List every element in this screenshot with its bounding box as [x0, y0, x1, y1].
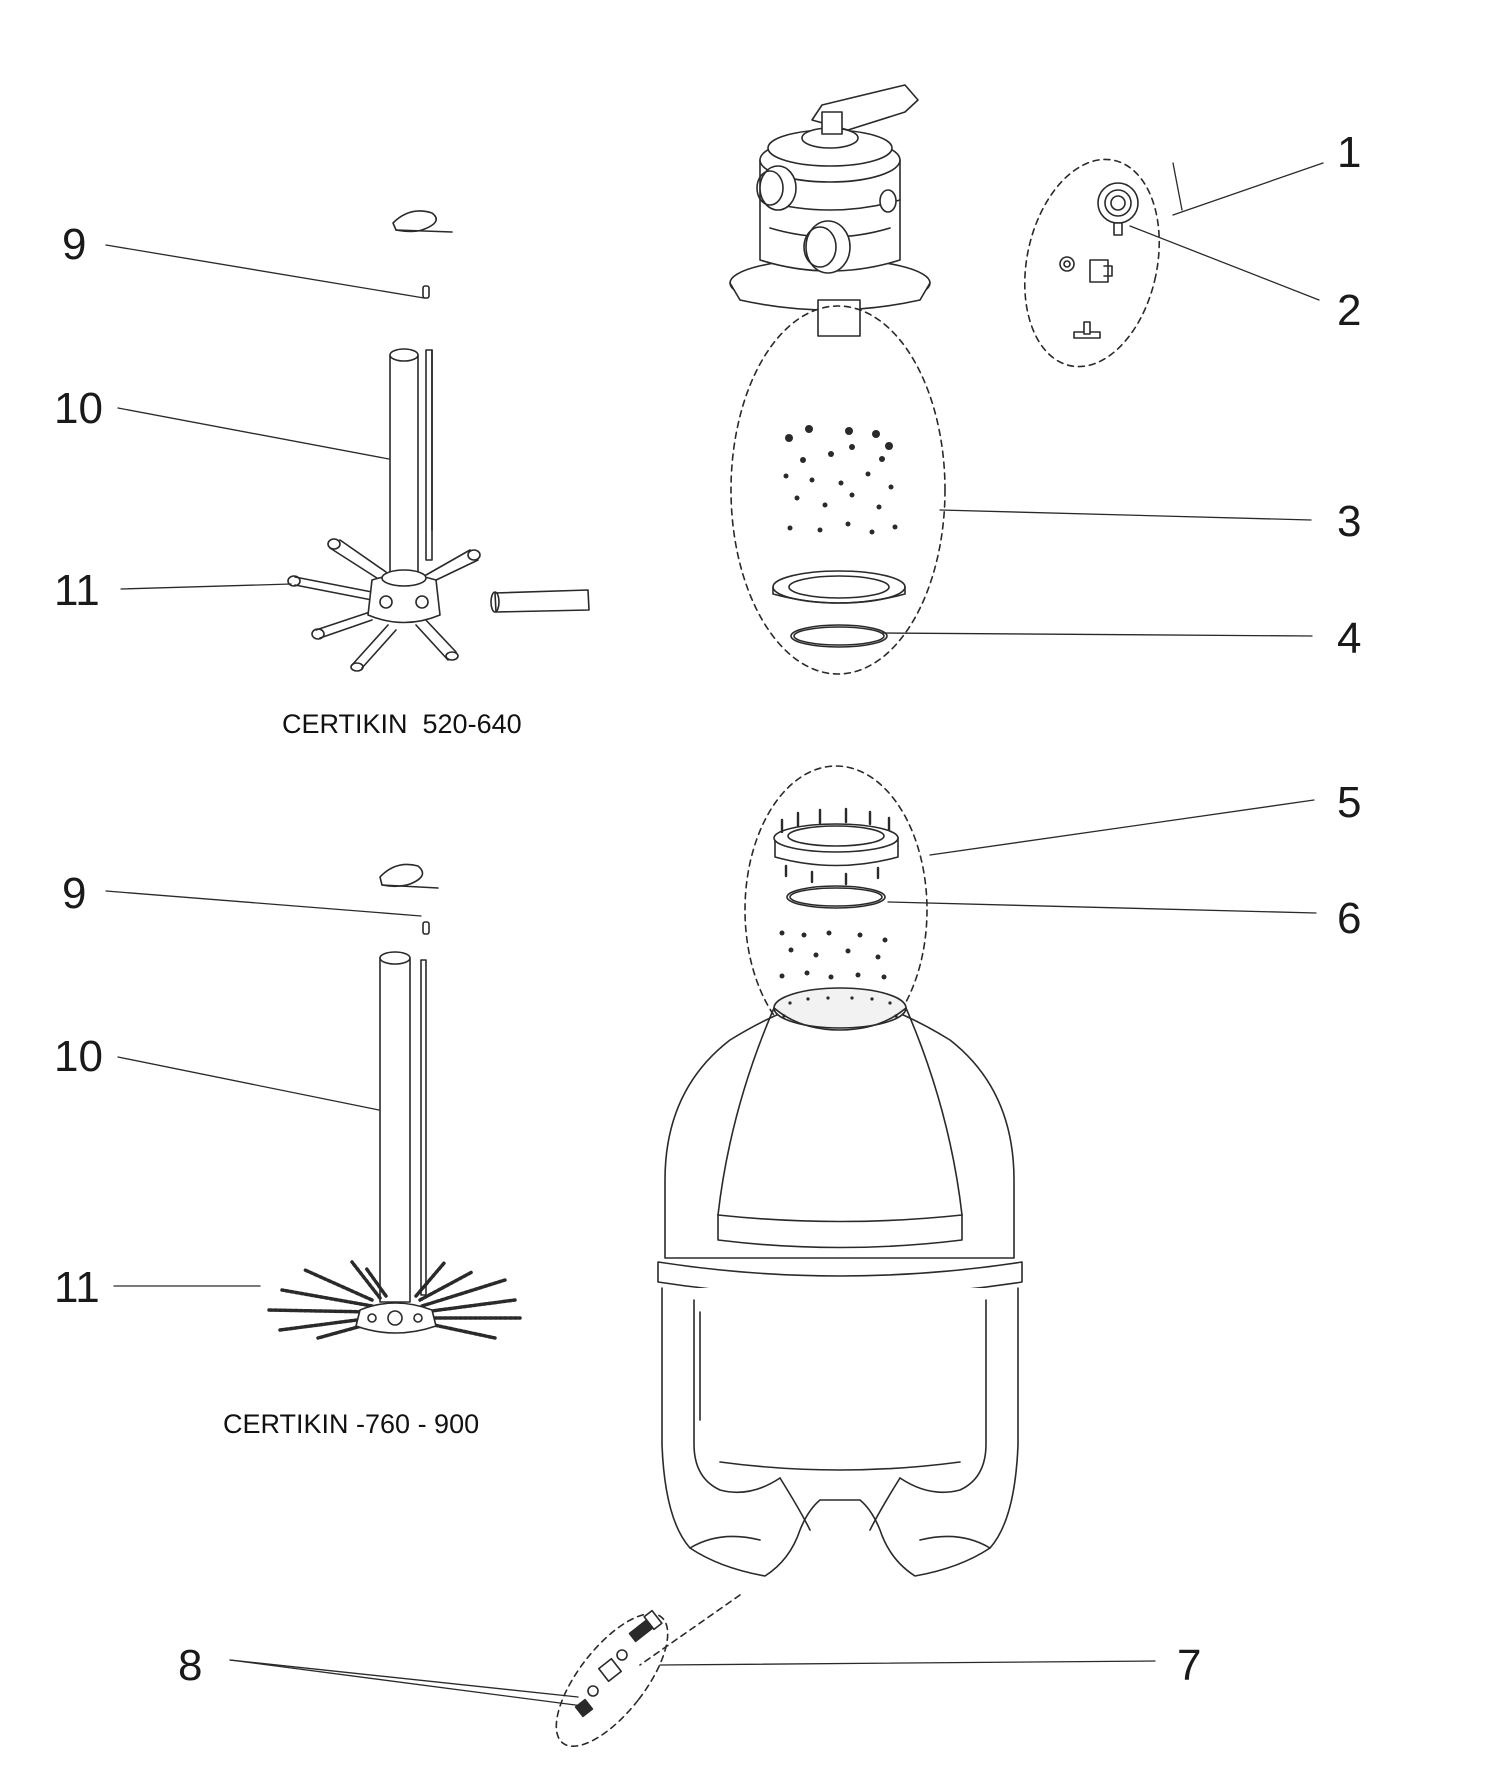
multiport-valve	[729, 84, 931, 337]
callout-10-top: 10	[54, 384, 103, 433]
callout-8: 8	[178, 1641, 202, 1690]
callout-11-top: 11	[54, 566, 100, 615]
pressure-gauge-kit	[1023, 158, 1161, 368]
filter-tank	[657, 987, 1023, 1577]
callout-6: 6	[1337, 894, 1361, 943]
callout-7: 7	[1177, 1641, 1201, 1690]
callout-2: 2	[1337, 286, 1361, 335]
callout-4: 4	[1337, 614, 1361, 663]
leader-lines	[105, 162, 1324, 1707]
drain-assembly	[555, 1594, 741, 1748]
model-label-760-900: CERTIKIN -760 - 900	[223, 1409, 479, 1439]
lateral-assembly-760-900	[266, 863, 522, 1340]
collar-oring-group	[744, 765, 928, 1055]
lateral-assembly-520-640	[287, 210, 590, 672]
model-label-520-640: CERTIKIN 520-640	[282, 709, 522, 739]
callout-9-bottom: 9	[62, 869, 86, 918]
callout-11-bottom: 11	[54, 1263, 100, 1312]
laterals-nozzles-group	[730, 305, 946, 675]
callout-5: 5	[1337, 778, 1361, 827]
callout-numbers: 1 2 3 4 5 6 7 8 9 10 11 9 10 11	[54, 128, 1361, 1690]
callout-10-bottom: 10	[54, 1032, 103, 1081]
callout-9-top: 9	[62, 220, 86, 269]
callout-1: 1	[1337, 128, 1361, 177]
callout-3: 3	[1337, 497, 1361, 546]
